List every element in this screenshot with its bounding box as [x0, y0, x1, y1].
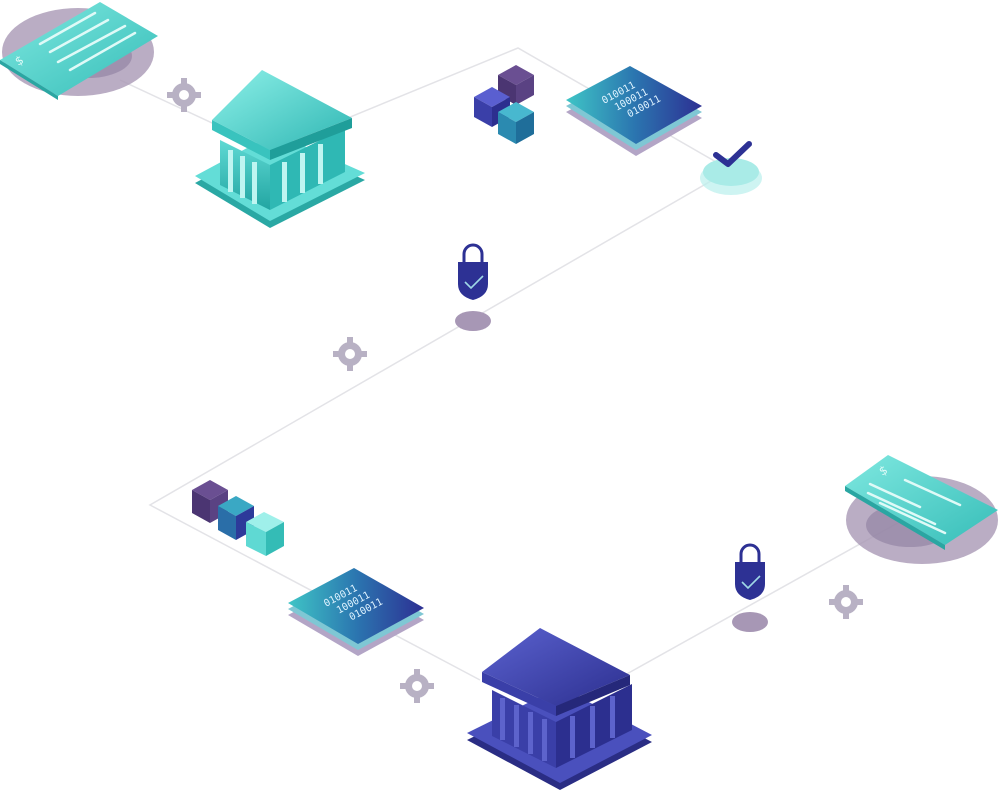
- verified-marker: [700, 141, 762, 195]
- cheque-bottom: $: [845, 455, 998, 564]
- data-chip-top: 010011 100011 010011: [566, 66, 702, 156]
- bank-top: [195, 70, 365, 228]
- padlock-icon: [458, 262, 488, 300]
- cheque-edge: [845, 486, 945, 550]
- gear-icon: [400, 669, 434, 703]
- flow-lines: [119, 47, 931, 701]
- cube-stack-icon: [192, 480, 284, 556]
- data-chip-icon: [288, 568, 424, 644]
- padlock-top: [455, 243, 491, 331]
- cheque-icon: [845, 455, 998, 545]
- padlock-bottom: [732, 543, 768, 632]
- bank-body-left: [492, 690, 556, 768]
- cheque-lines: [38, 11, 137, 72]
- cheque-lines: [866, 478, 962, 535]
- bank-roof-side: [556, 675, 630, 716]
- gear-icon: [829, 585, 863, 619]
- bank-body-right: [270, 128, 345, 210]
- bank-roof-front: [212, 120, 270, 160]
- padlock-shackle: [462, 243, 484, 262]
- bank-bottom: [467, 628, 652, 790]
- padlock-icon: [735, 562, 765, 600]
- cheque-edge: [0, 60, 58, 100]
- bank-icon: [212, 70, 352, 150]
- cube-stack-icon: [474, 65, 534, 144]
- gear-icon: [167, 78, 201, 112]
- gear-icon: [333, 337, 367, 371]
- bank-columns: [228, 144, 323, 204]
- bank-columns: [500, 696, 615, 761]
- check-icon: [713, 141, 752, 167]
- cheque-icon: [0, 2, 158, 96]
- data-chip-bottom: 010011 100011 010011: [288, 568, 424, 656]
- cheque-top: $: [0, 2, 158, 100]
- data-chip-icon: [566, 66, 702, 144]
- bank-roof-front: [482, 672, 556, 716]
- bank-roof-side: [270, 118, 352, 160]
- padlock-shackle: [739, 543, 761, 562]
- bank-icon: [482, 628, 630, 706]
